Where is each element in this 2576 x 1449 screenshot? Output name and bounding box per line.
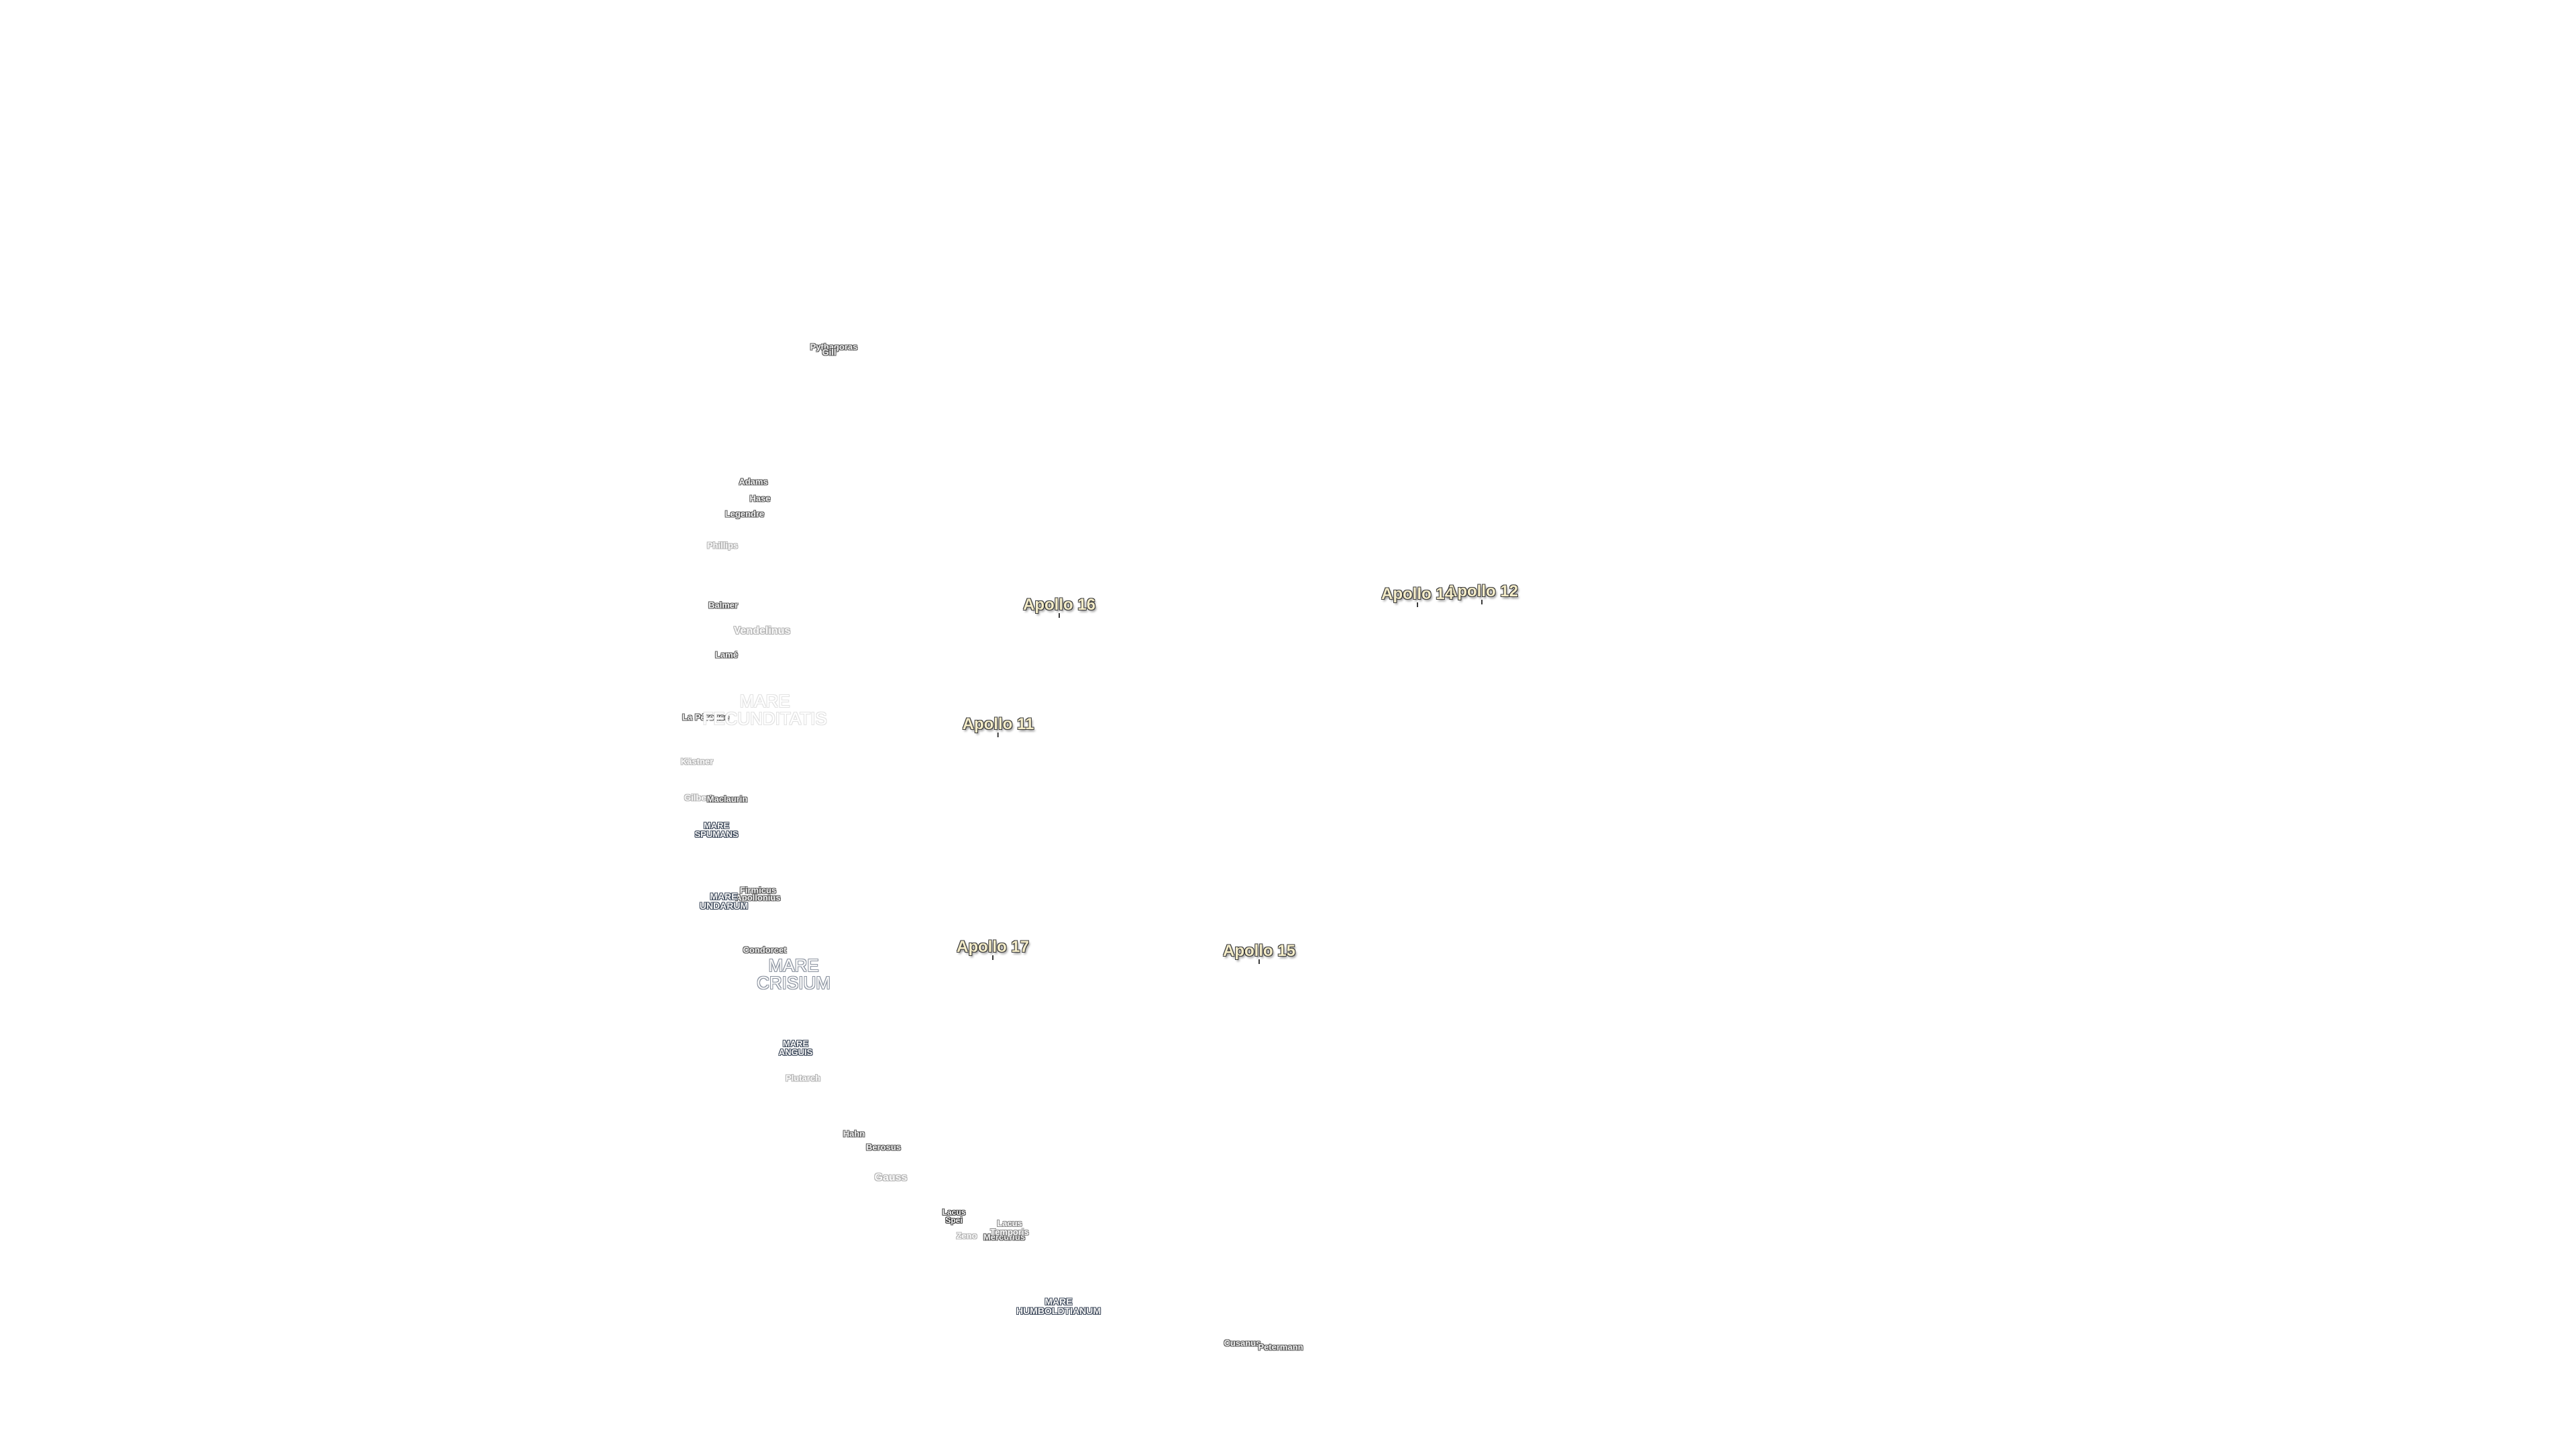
apollo-15-text: Apollo 15 — [1222, 942, 1296, 960]
apollo-17-text: Apollo 17 — [956, 938, 1030, 956]
apollo-14-marker — [1416, 602, 1418, 607]
crater-gauss: Gauss — [874, 1172, 908, 1183]
crater-hahn: Hahn — [843, 1128, 865, 1139]
crater-firmicus: Firmicus — [739, 885, 777, 896]
crater-legendre: Legendre — [724, 508, 765, 519]
apollo-16-text: Apollo 16 — [1022, 596, 1096, 614]
crater-kastner: Kästner — [680, 756, 714, 767]
lacus-temporis: Lacus Temporis — [990, 1218, 1029, 1237]
apollo-14-label[interactable]: Apollo 14 — [1381, 585, 1454, 607]
crater-hase: Hase — [749, 493, 771, 504]
crater-zeno: Zeno — [956, 1230, 977, 1241]
mare-anguis: MARE ANGUIS — [778, 1038, 813, 1057]
mare-spumans: MARE SPUMANS — [694, 820, 739, 839]
crater-phillips: Phillips — [706, 540, 739, 551]
crater-maclaurin: Maclaurin — [706, 794, 748, 804]
mare-fecunditatis: MARE FECUNDITATIS — [702, 691, 827, 729]
mare-undarum: MARE UNDARUM — [699, 891, 749, 911]
apollo-11-marker — [998, 733, 999, 737]
crater-lame: Lamé — [715, 649, 738, 660]
lacus-spei: Lacus Spei — [942, 1208, 966, 1225]
crater-cusanus: Cusanus — [1224, 1338, 1261, 1348]
crater-adams: Adams — [739, 476, 768, 487]
mare-humboldtianum: MARE HUMBOLDTIANUM — [1016, 1296, 1101, 1316]
crater-balmer: Balmer — [708, 600, 739, 610]
crater-mercurius: Mercurius — [983, 1232, 1026, 1242]
apollo-17-label[interactable]: Apollo 17 — [956, 938, 1030, 960]
apollo-12-marker — [1481, 600, 1483, 604]
crater-plutarch: Plutarch — [785, 1073, 821, 1083]
crater-apollonius: Apollonius — [735, 892, 781, 903]
apollo-11-text: Apollo 11 — [962, 715, 1034, 733]
crater-petermann: Petermann — [1258, 1342, 1303, 1352]
apollo-12-text: Apollo 12 — [1445, 582, 1519, 600]
apollo-15-marker — [1258, 959, 1260, 964]
apollo-16-marker — [1058, 613, 1060, 618]
apollo-16-label[interactable]: Apollo 16 — [1022, 596, 1096, 618]
crater-vendelinus: Vendelinus — [733, 625, 791, 637]
mare-crisium: MARE CRISIUM — [757, 955, 830, 993]
apollo-17-marker — [991, 955, 994, 960]
crater-gilbert: Gilbert — [684, 792, 712, 803]
crater-pythagoras: Pythagoras — [810, 341, 858, 352]
apollo-12-label[interactable]: Apollo 12 — [1445, 582, 1519, 604]
crater-berosus: Berosus — [865, 1142, 902, 1152]
crater-la-perouse: La Pérouse — [682, 712, 730, 722]
apollo-11-label[interactable]: Apollo 11 — [962, 715, 1034, 737]
apollo-14-text: Apollo 14 — [1381, 585, 1454, 603]
crater-condorcet: Condorcet — [743, 945, 787, 955]
apollo-15-label[interactable]: Apollo 15 — [1222, 942, 1296, 964]
crater-gill: Gill — [822, 347, 837, 358]
